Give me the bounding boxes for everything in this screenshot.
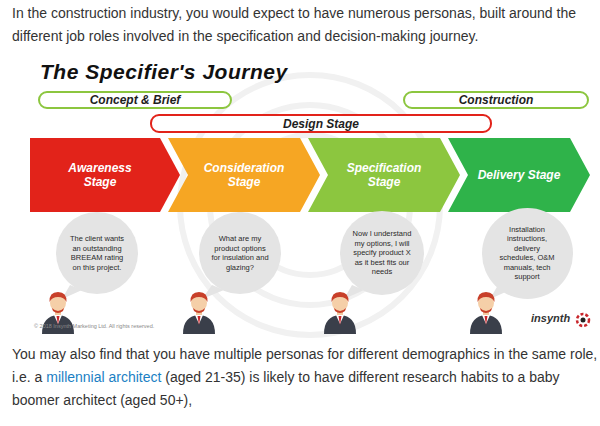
intro-paragraph: In the construction industry, you would … bbox=[12, 2, 598, 48]
speech-bubble: Installation instructions, delivery sche… bbox=[482, 208, 573, 299]
stage-band: Concept & Brief bbox=[38, 91, 232, 109]
chevron-fill bbox=[308, 138, 460, 212]
speech-bubble: Now I understand my options, I will spec… bbox=[340, 211, 424, 295]
node-label: Concept & Brief bbox=[90, 93, 181, 107]
speech-bubble: What are my product options for insulati… bbox=[199, 212, 281, 294]
speech-bubble: The client wants an outstanding BREEAM r… bbox=[56, 212, 138, 294]
node-text-group: Construction bbox=[459, 93, 534, 107]
node-text-group: Consideration Stage bbox=[198, 161, 290, 189]
person-figure bbox=[324, 292, 356, 334]
node-text-group: What are my product options for insulati… bbox=[211, 234, 270, 272]
node-label: Delivery Stage bbox=[478, 168, 561, 182]
stage-band: Design Stage bbox=[150, 114, 492, 133]
node-text-group: Delivery Stage bbox=[478, 168, 561, 182]
node-text-group: Awareness Stage bbox=[54, 161, 146, 189]
node-label: Specification Stage bbox=[338, 161, 430, 189]
node-label: Construction bbox=[459, 93, 534, 107]
person-figure bbox=[470, 292, 502, 334]
bubble-tails bbox=[62, 285, 510, 299]
logo-text: insynth bbox=[531, 312, 570, 324]
node-label: Consideration Stage bbox=[198, 161, 290, 189]
node-label: What are my product options for insulati… bbox=[211, 234, 270, 272]
chevron-fill bbox=[168, 138, 320, 212]
closing-paragraph: You may also find that you have multiple… bbox=[12, 343, 598, 412]
node-label: Installation instructions, delivery sche… bbox=[498, 225, 557, 282]
chevron-fill bbox=[448, 138, 590, 212]
node-label: Now I understand my options, I will spec… bbox=[353, 229, 412, 277]
stage-chevron: Consideration Stage bbox=[168, 138, 320, 212]
node-label: Awareness Stage bbox=[54, 161, 146, 189]
node-text-group: Installation instructions, delivery sche… bbox=[498, 225, 557, 282]
node-text-group: Now I understand my options, I will spec… bbox=[353, 229, 412, 277]
stage-chevron: Awareness Stage bbox=[30, 138, 180, 212]
logo-mark bbox=[577, 314, 589, 326]
chevron-fill bbox=[30, 138, 180, 212]
person-figure bbox=[183, 292, 215, 334]
diagram-title: The Specifier's Journey bbox=[40, 60, 288, 84]
node-text-group: Concept & Brief bbox=[90, 93, 181, 107]
node-text-group: Design Stage bbox=[283, 117, 359, 131]
node-text-group: Specification Stage bbox=[338, 161, 430, 189]
node-text-group: The client wants an outstanding BREEAM r… bbox=[68, 234, 127, 272]
node-label: The client wants an outstanding BREEAM r… bbox=[68, 234, 127, 272]
copyright-note: © 2018 Insynth Marketing Ltd. All rights… bbox=[34, 323, 154, 329]
stage-chevron: Specification Stage bbox=[308, 138, 460, 212]
stage-band: Construction bbox=[403, 91, 589, 109]
node-label: Design Stage bbox=[283, 117, 359, 131]
link-text: millennial architect bbox=[46, 369, 161, 385]
stage-chevron: Delivery Stage bbox=[448, 138, 590, 212]
